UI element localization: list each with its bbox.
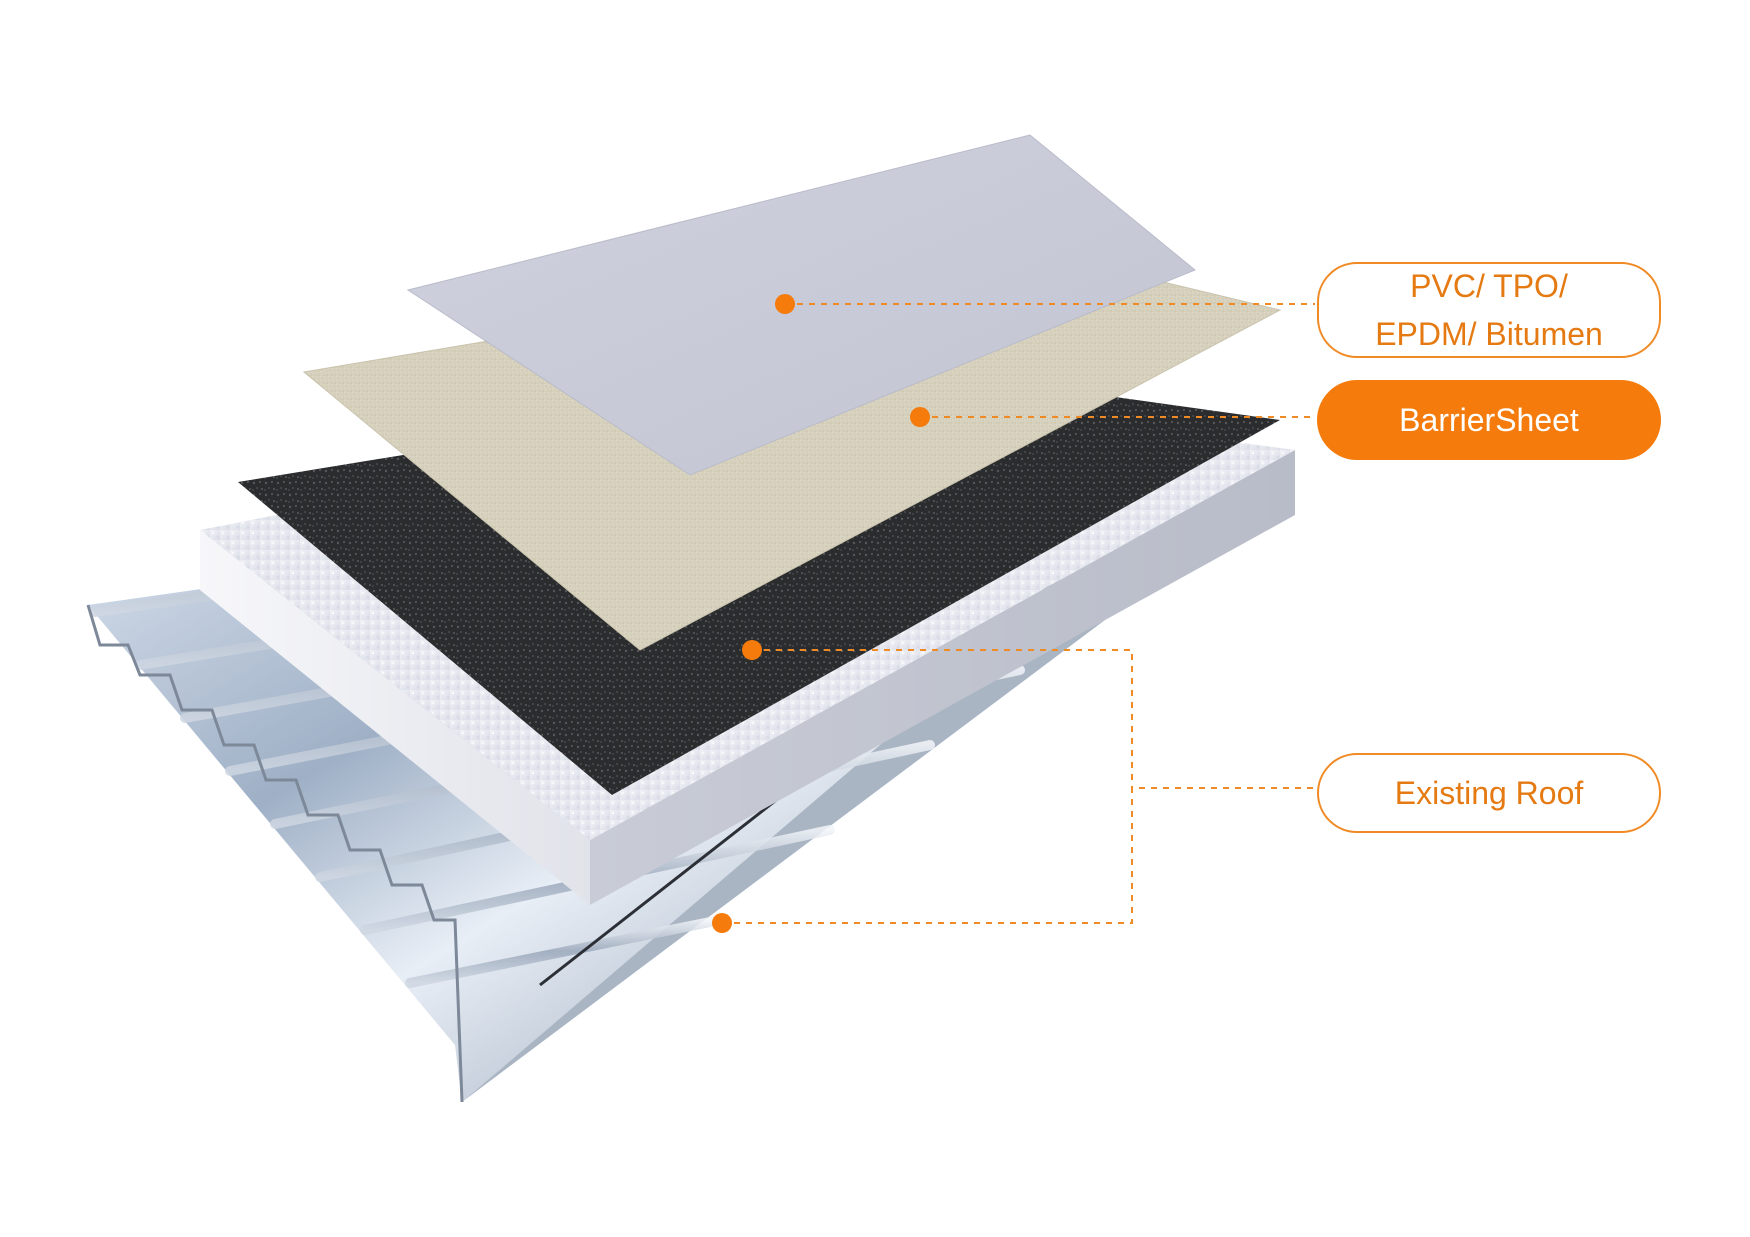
membrane-label-button[interactable]: PVC/ TPO/ EPDM/ Bitumen — [1317, 262, 1661, 358]
marker-metal[interactable] — [712, 913, 732, 933]
barrier-sheet-label-button[interactable]: BarrierSheet — [1317, 380, 1661, 460]
marker-dots — [712, 294, 930, 933]
existing-roof-label-text: Existing Roof — [1394, 775, 1584, 811]
marker-barrier[interactable] — [910, 407, 930, 427]
barrier-sheet-label-text: BarrierSheet — [1399, 402, 1579, 438]
marker-granule[interactable] — [742, 640, 762, 660]
leader-lines — [722, 303, 1315, 924]
insulation-side — [590, 450, 1295, 905]
leader-metal — [722, 787, 1315, 924]
existing-roof-label-button[interactable]: Existing Roof — [1317, 753, 1661, 833]
leader-granule — [752, 649, 1133, 788]
membrane-label-line2: EPDM/ Bitumen — [1375, 316, 1603, 352]
insulation-front — [200, 530, 590, 905]
membrane-label-line1: PVC/ TPO/ — [1410, 268, 1568, 304]
marker-membrane[interactable] — [775, 294, 795, 314]
metal-deck-profile — [86, 604, 464, 1103]
